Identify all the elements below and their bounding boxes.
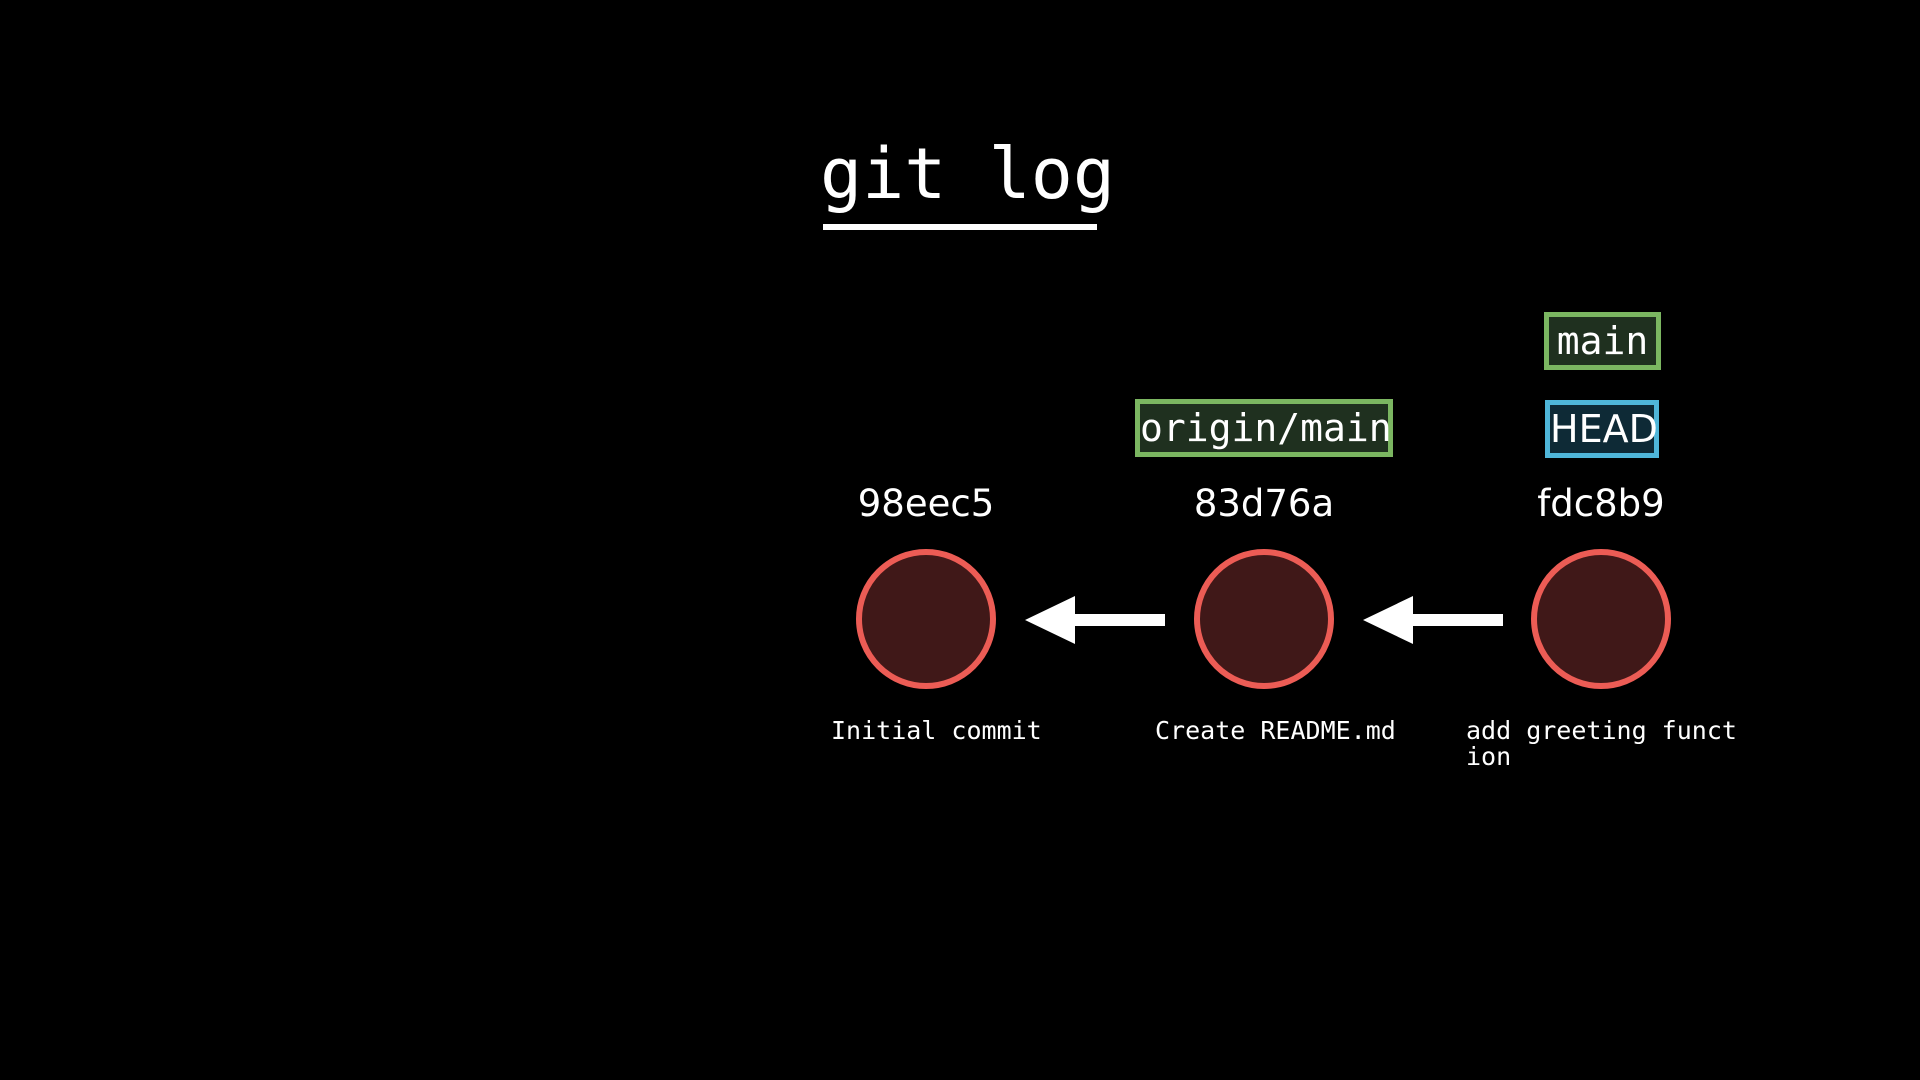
head-label: HEAD [1545,400,1659,458]
head-label-text: HEAD [1550,407,1658,451]
commit-hash: 83d76a [1193,482,1335,525]
title-underline [823,224,1097,230]
commit-node [1194,549,1334,689]
commit-hash: fdc8b9 [1537,482,1665,525]
branch-label-main: main [1544,312,1661,370]
page-title: git log [820,133,1116,215]
commit-message: Create README.md [1155,716,1396,745]
commit-hash: 98eec5 [857,482,995,525]
parent-arrow-icon [1363,596,1503,644]
commit-node [856,549,996,689]
commit-message: add greeting function [1466,716,1737,771]
branch-label-origin-main-text: origin/main [1140,406,1392,450]
parent-arrow-icon [1025,596,1165,644]
branch-label-main-text: main [1556,319,1649,363]
commit-node [1531,549,1671,689]
branch-label-origin-main: origin/main [1135,399,1393,457]
commit-message: Initial commit [831,716,1042,745]
